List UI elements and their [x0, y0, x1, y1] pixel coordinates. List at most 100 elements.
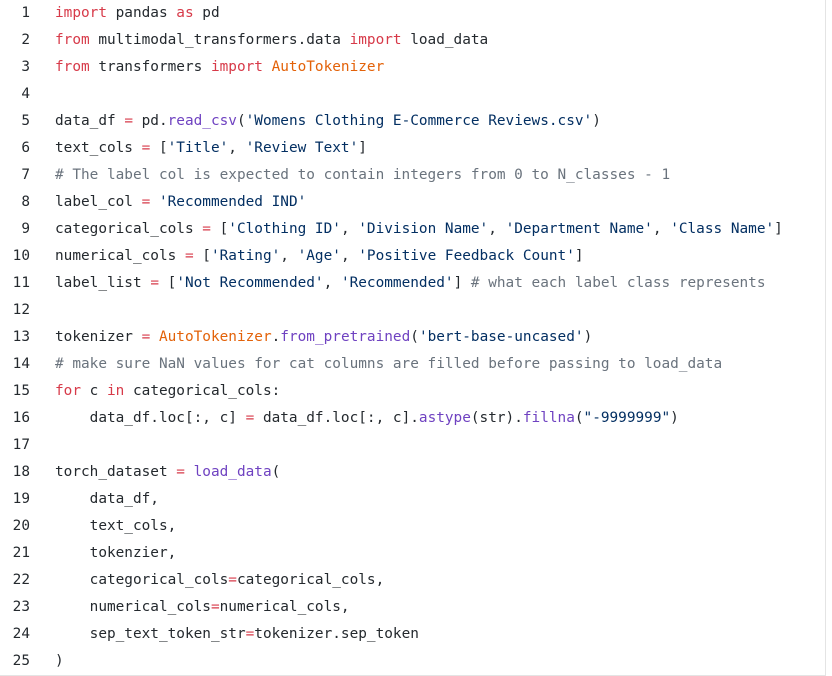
code-token: ,	[488, 221, 506, 237]
code-token: numerical_cols,	[219, 599, 350, 615]
code-token: )	[592, 113, 601, 129]
line-number: 15	[12, 383, 30, 399]
code-token: tokenizer.sep_token	[254, 626, 419, 642]
code-line: 4	[0, 81, 30, 108]
code-token: =	[228, 572, 237, 588]
code-token: from	[55, 59, 90, 75]
code-token	[150, 194, 159, 210]
code-token: fillna	[522, 410, 575, 426]
code-token	[263, 59, 272, 75]
code-token: # what each label class represents	[470, 275, 766, 291]
code-token: ]	[774, 221, 783, 237]
code-token: 'Class Name'	[670, 221, 775, 237]
line-code: # The label col is expected to contain i…	[55, 162, 670, 189]
code-line: 11 label_list = ['Not Recommended', 'Reco…	[0, 270, 766, 297]
line-number: 11	[12, 275, 30, 291]
line-code: text_cols,	[55, 513, 177, 540]
line-number: 8	[21, 194, 30, 210]
code-token: pandas	[106, 5, 177, 21]
line-code: data_df = pd.read_csv('Womens Clothing E…	[55, 108, 601, 135]
code-token: =	[124, 113, 133, 129]
code-line: 13 tokenizer = AutoTokenizer.from_pretrai…	[0, 324, 593, 351]
code-token: 'Womens Clothing E-Commerce Reviews.csv'	[245, 113, 593, 129]
code-token: ]	[574, 248, 584, 264]
code-token	[150, 329, 159, 345]
line-code: categorical_cols=categorical_cols,	[55, 567, 385, 594]
code-token: )	[55, 653, 64, 669]
code-token: read_csv	[167, 113, 237, 129]
code-token: ,	[280, 248, 298, 264]
code-token: (	[271, 464, 281, 480]
code-line: 8 label_col = 'Recommended IND'	[0, 189, 306, 216]
line-code: tokenizer = AutoTokenizer.from_pretraine…	[55, 324, 592, 351]
code-token: categorical_cols:	[124, 383, 281, 399]
code-token: import	[55, 5, 107, 21]
code-token: tokenzier,	[55, 545, 177, 561]
line-code: data_df,	[55, 486, 159, 513]
code-token: =	[210, 599, 220, 615]
code-token: (	[574, 410, 584, 426]
code-line: 16 data_df.loc[:, c] = data_df.loc[:, c]…	[0, 405, 679, 432]
code-line: 3 from transformers import AutoTokenizer	[0, 54, 384, 81]
code-token: 'Age'	[297, 248, 341, 264]
code-token: )	[670, 410, 679, 426]
line-code: from transformers import AutoTokenizer	[55, 54, 384, 81]
code-token: # make sure NaN values for cat columns a…	[55, 356, 723, 372]
line-number: 20	[12, 518, 30, 534]
code-token: 'Recommended IND'	[158, 194, 307, 210]
code-token: AutoTokenizer	[271, 59, 385, 75]
code-token: load_data	[401, 32, 489, 48]
code-token: for	[55, 383, 81, 399]
code-token: 'Rating'	[210, 248, 281, 264]
line-code: torch_dataset = load_data(	[55, 459, 280, 486]
line-number: 2	[21, 32, 30, 48]
line-code: sep_text_token_str=tokenizer.sep_token	[55, 621, 419, 648]
code-token: AutoTokenizer	[158, 329, 272, 345]
code-token: from_pretrained	[280, 329, 411, 345]
line-number: 10	[12, 248, 30, 264]
code-token: [	[158, 275, 177, 291]
code-token: import	[349, 32, 402, 48]
code-token: pd.	[132, 113, 168, 129]
line-number: 3	[21, 59, 30, 75]
code-token: [	[210, 221, 229, 237]
code-token: multimodal_transformers.data	[89, 32, 350, 48]
line-code: categorical_cols = ['Clothing ID', 'Divi…	[55, 216, 783, 243]
code-token: as	[176, 5, 194, 21]
line-number: 4	[21, 86, 30, 102]
code-token: ,	[323, 275, 341, 291]
code-token: 'bert-base-uncased'	[418, 329, 584, 345]
code-token: transformers	[89, 59, 211, 75]
code-line: 21 tokenzier,	[0, 540, 177, 567]
line-code: import pandas as pd	[55, 0, 220, 27]
line-number: 25	[12, 653, 30, 669]
line-code: label_list = ['Not Recommended', 'Recomm…	[55, 270, 765, 297]
code-token: =	[184, 248, 194, 264]
code-token: from	[55, 32, 90, 48]
line-code: # make sure NaN values for cat columns a…	[55, 351, 722, 378]
code-token: categorical_cols	[55, 572, 229, 588]
line-number: 9	[21, 221, 30, 237]
line-number: 23	[12, 599, 30, 615]
code-token: ,	[228, 140, 246, 156]
line-number: 21	[12, 545, 30, 561]
code-token: load_data	[193, 464, 272, 480]
code-token: 'Clothing ID'	[228, 221, 341, 237]
code-token: label_col	[55, 194, 142, 210]
code-token: ]	[358, 140, 367, 156]
line-number: 14	[12, 356, 30, 372]
code-token: data_df	[55, 113, 125, 129]
code-token	[185, 464, 194, 480]
code-token: torch_dataset	[55, 464, 177, 480]
line-number: 16	[12, 410, 30, 426]
code-token: ,	[340, 248, 359, 264]
code-line: 7# The label col is expected to contain …	[0, 162, 670, 189]
line-number: 13	[12, 329, 30, 345]
line-code: label_col = 'Recommended IND'	[55, 189, 306, 216]
code-token: =	[141, 329, 151, 345]
code-token: 'Not Recommended'	[176, 275, 324, 291]
code-token: 'Recommended'	[340, 275, 454, 291]
